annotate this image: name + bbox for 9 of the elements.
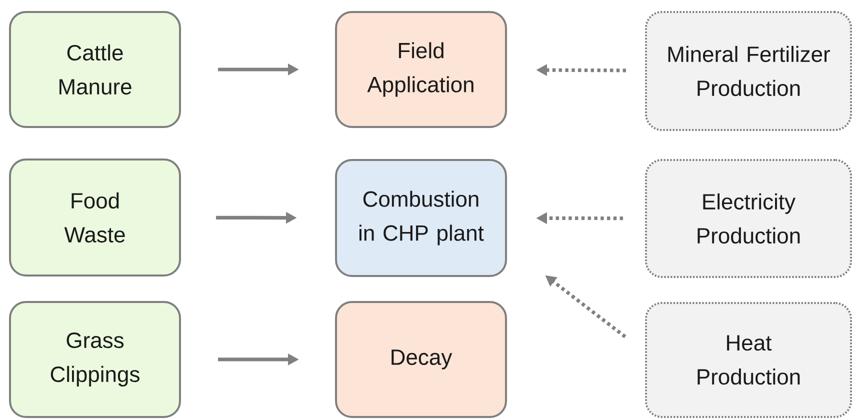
process-box: Grass Clippings [9,301,181,418]
dotted-box: Mineral Fertilizer Production [645,11,852,131]
process-box: Combustion in CHP plant [335,159,507,277]
dotted-box: Electricity Production [645,159,852,278]
process-box: Food Waste [9,158,181,276]
process-box: Cattle Manure [9,11,181,128]
dotted-box: Heat Production [645,302,852,418]
process-box: Decay [335,301,507,418]
process-box: Field Application [335,11,507,128]
